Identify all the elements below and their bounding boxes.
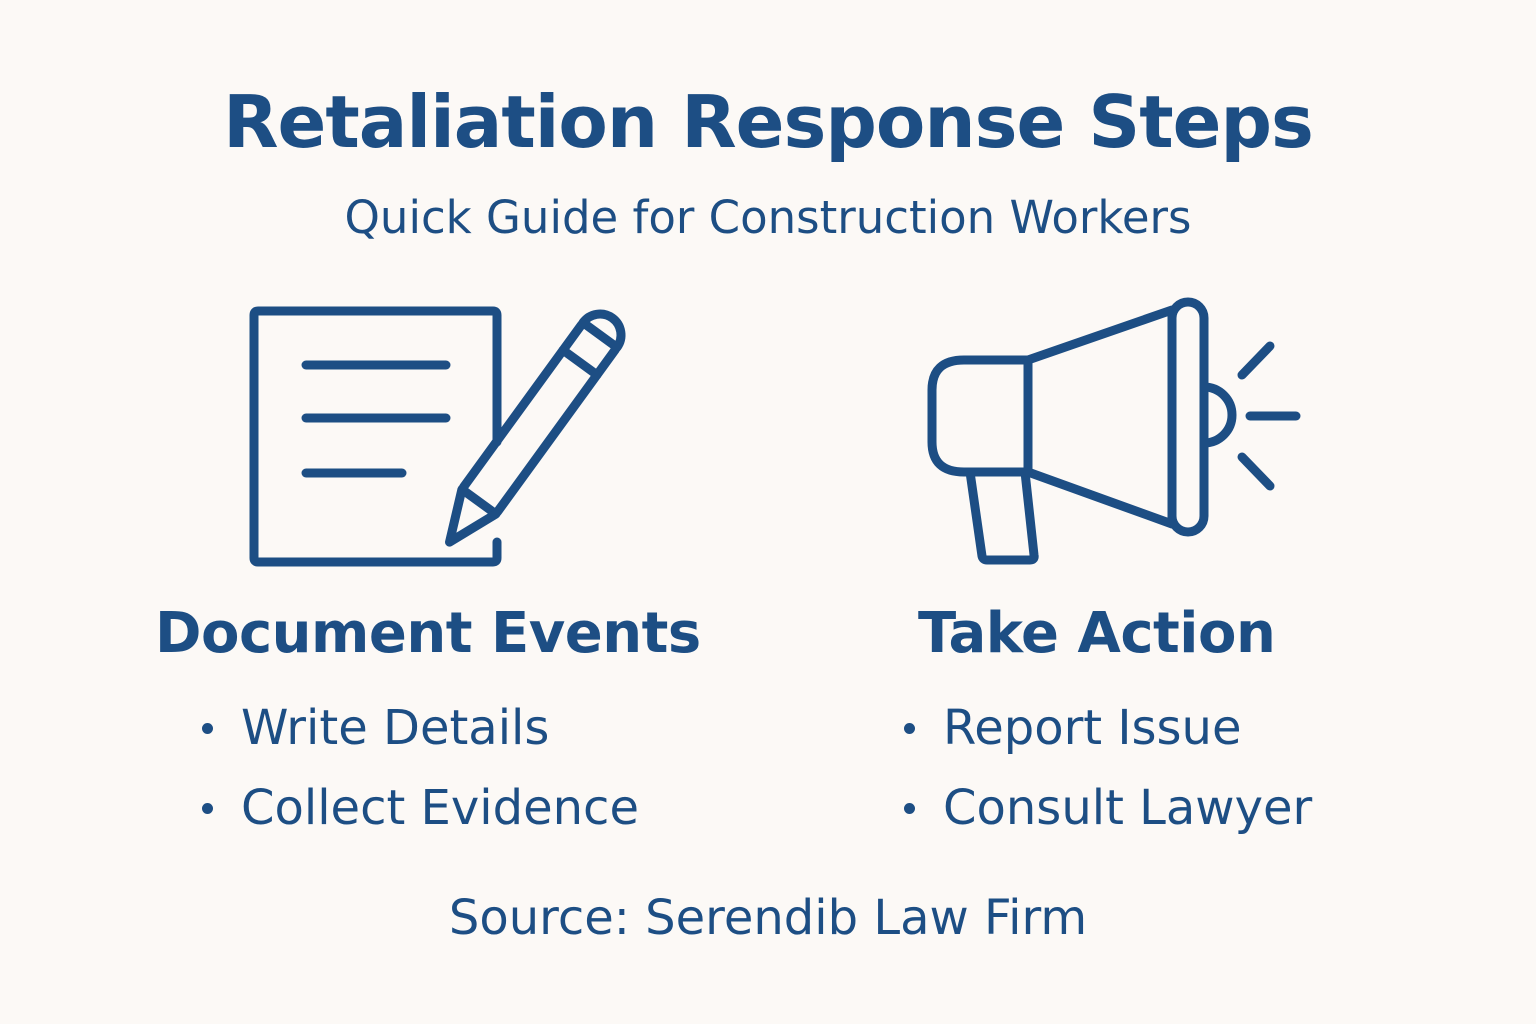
section-heading-document-events: Document Events xyxy=(155,601,701,666)
list-item-label: Collect Evidence xyxy=(241,780,639,836)
section-heading-take-action: Take Action xyxy=(918,601,1276,666)
take-action-list: Report Issue Consult Lawyer xyxy=(904,688,1312,848)
list-item: Report Issue xyxy=(904,688,1312,768)
bullet-icon xyxy=(904,802,915,814)
bullet-icon xyxy=(202,722,213,734)
list-item-label: Consult Lawyer xyxy=(943,780,1313,836)
document-with-pencil-icon xyxy=(249,306,626,567)
list-item-label: Write Details xyxy=(241,700,550,756)
bullet-icon xyxy=(904,722,915,734)
megaphone-icon xyxy=(927,297,1301,565)
document-events-list: Write Details Collect Evidence xyxy=(202,688,639,848)
list-item-label: Report Issue xyxy=(943,700,1242,756)
page-subtitle: Quick Guide for Construction Workers xyxy=(344,191,1192,244)
page-title: Retaliation Response Steps xyxy=(223,80,1314,164)
list-item: Write Details xyxy=(202,688,639,768)
source-note: Source: Serendib Law Firm xyxy=(448,890,1088,946)
bullet-icon xyxy=(202,802,213,814)
list-item: Consult Lawyer xyxy=(904,768,1312,848)
list-item: Collect Evidence xyxy=(202,768,639,848)
